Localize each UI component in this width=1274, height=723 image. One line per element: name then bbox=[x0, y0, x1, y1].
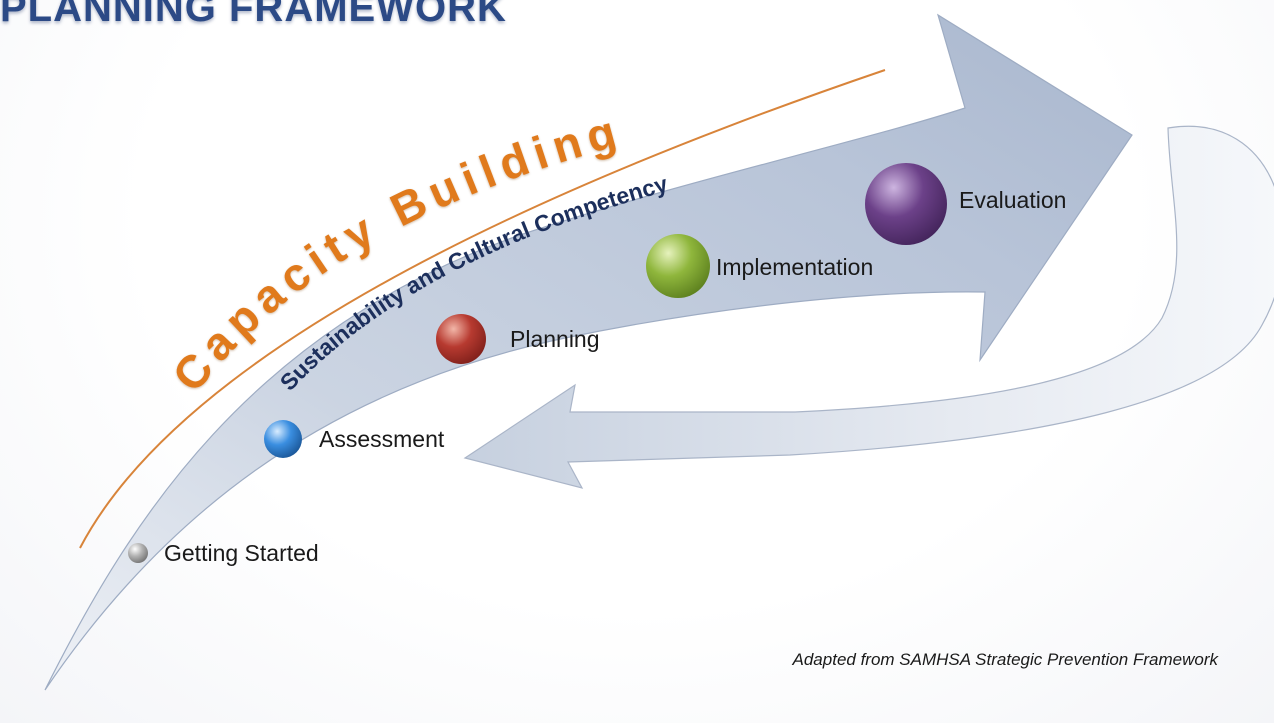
implementation-label: Implementation bbox=[716, 254, 873, 280]
step-getting-started: Getting Started bbox=[128, 540, 319, 566]
step-assessment: Assessment bbox=[264, 420, 445, 458]
step-planning: Planning bbox=[436, 314, 600, 364]
step-implementation: Implementation bbox=[646, 234, 873, 298]
planning-label: Planning bbox=[510, 326, 600, 352]
planning-sphere-icon bbox=[436, 314, 486, 364]
getting-started-label: Getting Started bbox=[164, 540, 319, 566]
main-arrow bbox=[44, 13, 1133, 691]
assessment-sphere-icon bbox=[264, 420, 302, 458]
return-arrow bbox=[463, 125, 1274, 489]
getting-started-sphere-icon bbox=[128, 543, 148, 563]
assessment-label: Assessment bbox=[319, 426, 445, 452]
implementation-sphere-icon bbox=[646, 234, 710, 298]
evaluation-label: Evaluation bbox=[959, 187, 1066, 213]
page-title: PLANNING FRAMEWORK bbox=[0, 0, 507, 30]
capacity-arc-line bbox=[79, 69, 886, 549]
step-evaluation: Evaluation bbox=[865, 163, 1066, 245]
source-note: Adapted from SAMHSA Strategic Prevention… bbox=[792, 650, 1218, 669]
evaluation-sphere-icon bbox=[865, 163, 947, 245]
